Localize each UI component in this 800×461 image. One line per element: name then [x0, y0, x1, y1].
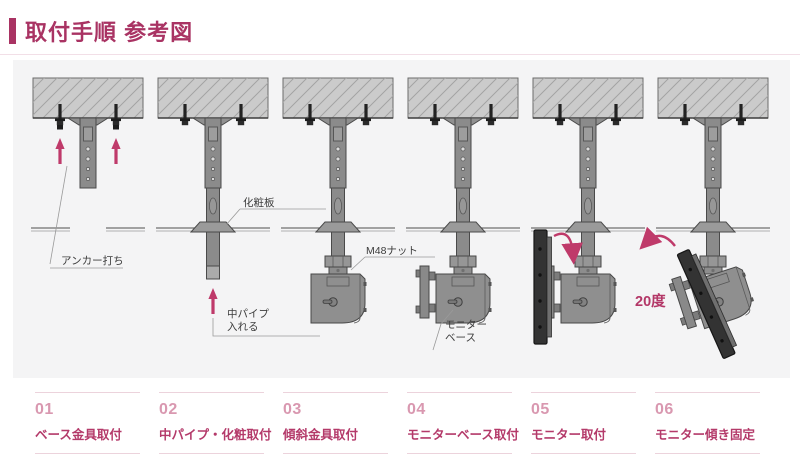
- page-header: 取付手順 参考図: [0, 0, 800, 55]
- annotation-insert-pipe-2: 入れる: [227, 321, 259, 333]
- figure-step-5-monitor-attach: [530, 77, 646, 345]
- figure-step-2-middle-pipe: 化粧板 中パイプ 入れる: [155, 77, 326, 337]
- figure-step-3-tilt-bracket: M48ナット: [280, 77, 435, 324]
- figure-step-4-monitor-base: モニター ベース: [405, 77, 521, 351]
- step-number: 06: [655, 401, 674, 418]
- step-number: 02: [159, 401, 178, 418]
- step-label: ベース金具取付: [35, 428, 122, 442]
- leader-line: [212, 318, 320, 337]
- pipe-end-cap: [206, 265, 220, 280]
- step-label: 中パイプ・化粧取付: [159, 428, 272, 442]
- anchor-left: [57, 125, 63, 130]
- annotation-monitor-base-1: モニター: [445, 319, 487, 331]
- annotation-m48-nut: M48ナット: [366, 245, 418, 257]
- annotation-decorative-board: 化粧板: [243, 196, 275, 209]
- step-item-4: 04 モニターベース取付: [407, 392, 519, 454]
- tilt-curve-arrow: [639, 226, 676, 250]
- monitor-panel: [533, 229, 553, 345]
- step-item-1: 01 ベース金具取付: [35, 392, 140, 454]
- step-number: 05: [531, 401, 550, 418]
- leader-line: [350, 256, 366, 271]
- anchor-arrow-left: [53, 136, 67, 166]
- anchor-right: [113, 125, 119, 130]
- step-number: 04: [407, 401, 426, 418]
- attach-curve-arrow: [553, 232, 583, 265]
- step-item-5: 05 モニター取付: [531, 392, 636, 454]
- leader-line: [432, 309, 454, 351]
- annotation-anchor: アンカー打ち: [61, 254, 124, 267]
- annotation-monitor-base-2: ベース: [445, 332, 476, 344]
- figure-step-6-monitor-tilt: 20度: [635, 77, 771, 360]
- steps-row: 01 ベース金具取付 02 中パイプ・化粧取付 03 傾斜金具取付 04 モニタ…: [0, 392, 800, 454]
- title-accent-bar: [9, 18, 16, 44]
- insert-pipe-arrow: [206, 286, 220, 316]
- step-label: モニター傾き固定: [655, 428, 756, 442]
- page-title: 取付手順 参考図: [25, 20, 194, 45]
- figure-step-1-base-bracket: アンカー打ち: [31, 77, 145, 269]
- step-item-6: 06 モニター傾き固定: [655, 392, 760, 454]
- step-label: モニターベース取付: [407, 428, 519, 442]
- anchor-arrow-right: [109, 136, 123, 166]
- annotation-tilt-angle: 20度: [635, 292, 666, 310]
- annotation-insert-pipe-1: 中パイプ: [227, 307, 269, 320]
- step-label: 傾斜金具取付: [283, 428, 359, 442]
- step-item-2: 02 中パイプ・化粧取付: [159, 392, 272, 454]
- step-number: 03: [283, 401, 302, 418]
- step-item-3: 03 傾斜金具取付: [283, 392, 388, 454]
- step-label: モニター取付: [531, 428, 607, 442]
- leader-line: [225, 208, 241, 226]
- diagram-canvas: アンカー打ち 化粧板 中パイプ 入れる: [13, 60, 790, 378]
- installation-diagram: アンカー打ち 化粧板 中パイプ 入れる: [31, 77, 771, 360]
- leader-line: [49, 165, 68, 265]
- step-number: 01: [35, 401, 54, 418]
